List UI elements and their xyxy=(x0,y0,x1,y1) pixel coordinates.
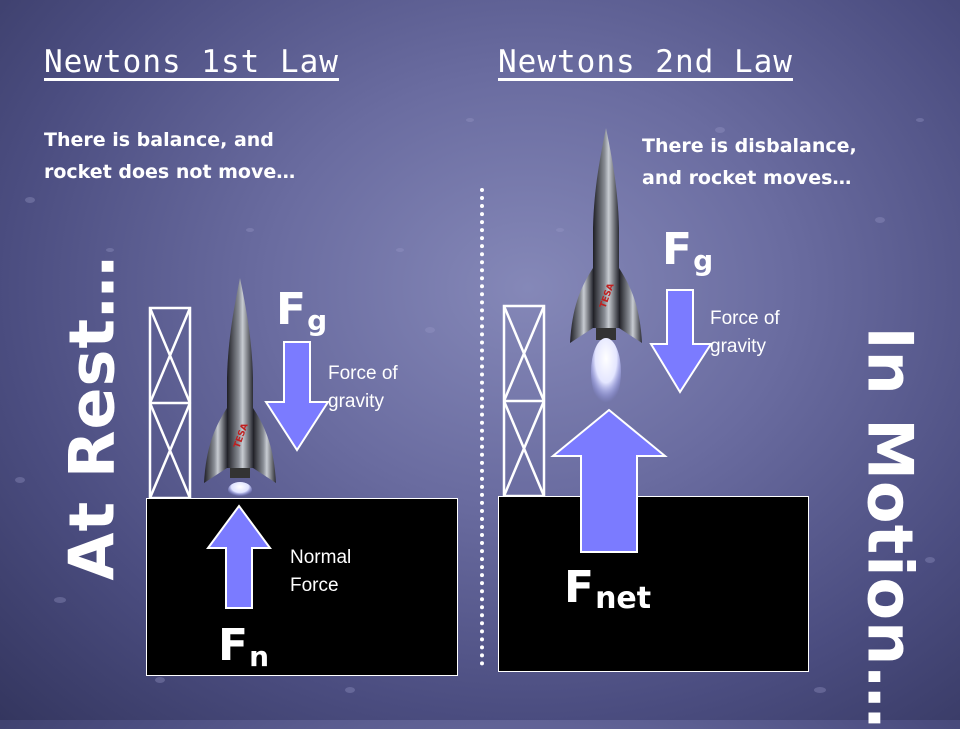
left-ground-block xyxy=(146,498,458,676)
right-description: There is disbalance, and rocket moves… xyxy=(642,130,857,195)
left-launch-tower xyxy=(148,306,192,500)
right-description-line2: and rocket moves… xyxy=(642,167,852,190)
right-ground-block xyxy=(498,496,809,672)
left-heading: Newtons 1st Law xyxy=(44,44,339,80)
in-motion-label: In Motion… xyxy=(853,326,927,729)
right-launch-tower xyxy=(502,304,546,498)
right-net-force-arrow xyxy=(550,408,668,553)
left-fg-label: Fg xyxy=(276,284,328,337)
left-rocket: TESA xyxy=(204,278,276,498)
right-rocket: TESA xyxy=(570,128,642,406)
left-description-line2: rocket does not move… xyxy=(44,161,296,184)
center-divider xyxy=(480,188,484,666)
right-description-line1: There is disbalance, xyxy=(642,135,857,157)
left-normal-arrow xyxy=(206,504,272,609)
right-gravity-arrow xyxy=(649,289,713,394)
left-description: There is balance, and rocket does not mo… xyxy=(44,124,295,189)
right-gravity-caption: Force of gravity xyxy=(710,308,780,357)
left-fn-label: Fn xyxy=(218,620,269,673)
right-fnet-label: Fnet xyxy=(564,562,652,616)
left-normal-caption: Normal Force xyxy=(290,547,352,596)
left-description-line1: There is balance, and xyxy=(44,129,274,151)
at-rest-label: At Rest… xyxy=(55,254,129,581)
left-gravity-caption: Force of gravity xyxy=(328,363,398,412)
right-heading: Newtons 2nd Law xyxy=(498,44,793,80)
left-gravity-arrow xyxy=(264,341,330,452)
right-fg-label: Fg xyxy=(662,224,714,277)
